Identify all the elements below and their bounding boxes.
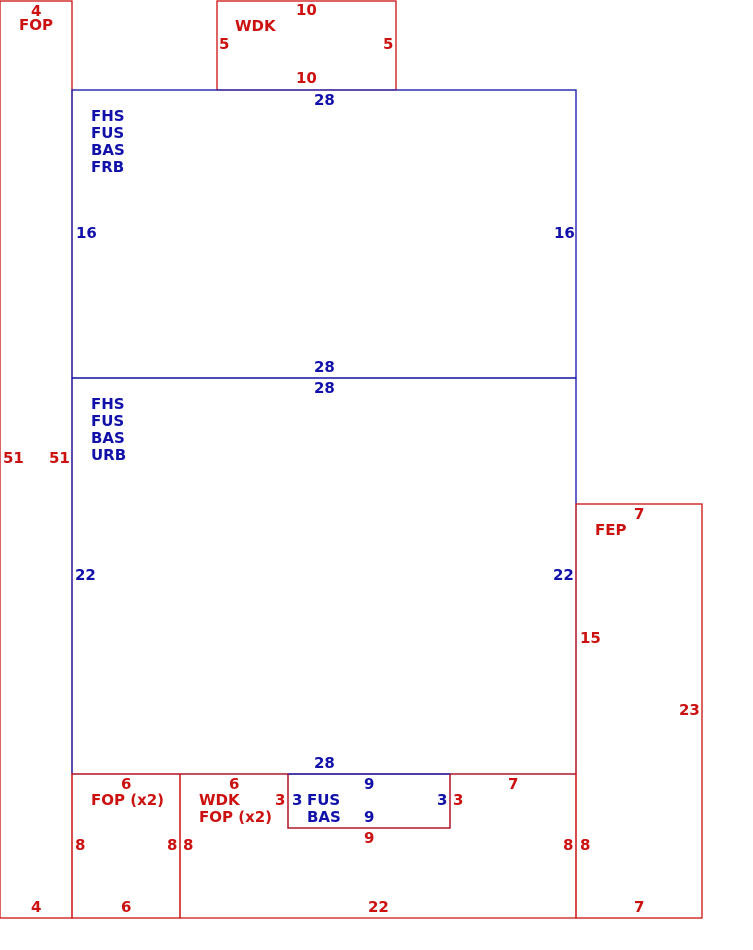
dim-fusbas-top: 9	[364, 775, 375, 793]
fep-area-outline	[575, 503, 703, 919]
area-label-upper-3: BAS	[91, 141, 125, 159]
dim-wdkfop-notch-right: 3	[453, 791, 464, 809]
area-label-wdk-2: WDK	[199, 791, 240, 809]
area-label-upper-1: FHS	[91, 107, 125, 125]
area-label-fop-x2-right: FOP (x2)	[199, 808, 273, 826]
dim-fep-right: 23	[679, 701, 700, 719]
dim-wdkfop-notch-left: 3	[275, 791, 286, 809]
dim-lower-right: 22	[553, 566, 574, 584]
dim-fop-left: 51	[3, 449, 24, 467]
area-label-upper-2: FUS	[91, 124, 125, 142]
dim-fopx2-right: 8	[167, 836, 178, 854]
dim-wdkfop-top-right: 7	[508, 775, 519, 793]
dim-wdkfop-right: 8	[563, 836, 574, 854]
dim-wdkfop-top-left: 6	[229, 775, 240, 793]
fus-bas-notch-exterior	[287, 774, 451, 829]
area-label-lower-4: URB	[91, 446, 127, 464]
dim-fep-left: 15	[580, 629, 601, 647]
area-label-fep: FEP	[595, 521, 627, 539]
dim-lower-left: 22	[75, 566, 96, 584]
upper-living-outline	[71, 89, 577, 379]
dim-upper-left: 16	[76, 224, 97, 242]
area-label-bas: BAS	[307, 808, 341, 826]
dim-fusbas-below: 9	[364, 829, 375, 847]
dim-lower-bottom: 28	[314, 754, 335, 772]
dim-fop-bottom: 4	[31, 898, 42, 916]
area-label-fop: FOP	[19, 16, 53, 34]
area-label-upper-4: FRB	[91, 158, 125, 176]
area-label-wdk: WDK	[235, 17, 276, 35]
dim-fopx2-bottom: 6	[121, 898, 132, 916]
dim-fop-top: 4	[31, 2, 42, 20]
dim-fopx2-top: 6	[121, 775, 132, 793]
dim-upper-right: 16	[554, 224, 575, 242]
dim-upper-top: 28	[314, 91, 335, 109]
dim-fopx2-left: 8	[75, 836, 86, 854]
dim-fep-bottom: 7	[634, 898, 645, 916]
area-label-lower-2: FUS	[91, 412, 125, 430]
area-label-lower-3: BAS	[91, 429, 125, 447]
dim-fep-left-lower: 8	[580, 836, 591, 854]
dim-wdk-right: 5	[383, 35, 394, 53]
dim-fep-top: 7	[634, 505, 645, 523]
dim-wdk-bottom: 10	[296, 69, 317, 87]
area-label-fus: FUS	[307, 791, 341, 809]
area-label-lower-1: FHS	[91, 395, 125, 413]
dim-wdk-top: 10	[296, 1, 317, 19]
dim-lower-top: 28	[314, 379, 335, 397]
lower-living-outline	[71, 377, 577, 775]
dim-wdkfop-left: 8	[183, 836, 194, 854]
dim-fusbas-right: 3	[437, 791, 448, 809]
dim-upper-bottom: 28	[314, 358, 335, 376]
dim-fusbas-bottom: 9	[364, 808, 375, 826]
dim-wdk-left: 5	[219, 35, 230, 53]
dim-fusbas-left: 3	[292, 791, 303, 809]
area-label-fop-x2-left: FOP (x2)	[91, 791, 165, 809]
dim-wdkfop-bottom: 22	[368, 898, 389, 916]
dim-fop-right: 51	[49, 449, 70, 467]
